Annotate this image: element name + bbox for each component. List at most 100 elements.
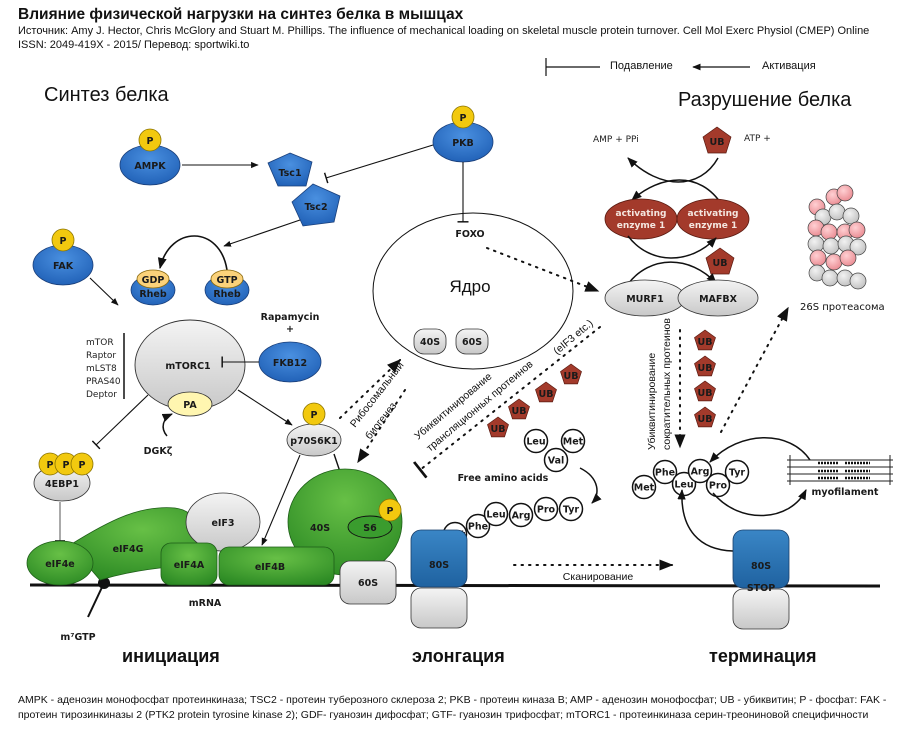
- ribosome-to-aa-arrow: [677, 488, 734, 552]
- ub-middle: UB: [705, 247, 735, 275]
- svg-text:MAFBX: MAFBX: [699, 294, 738, 305]
- svg-text:Phe: Phe: [468, 522, 488, 533]
- ub-pentagon: UB: [694, 380, 716, 402]
- pa-node: PA: [167, 391, 213, 417]
- proteasome-subunit: [820, 223, 838, 241]
- svg-text:60S: 60S: [462, 337, 482, 348]
- free-amino-acid: Met: [560, 428, 586, 454]
- svg-text:PKB: PKB: [452, 138, 474, 149]
- page-title: Влияние физической нагрузки на синтез бе…: [18, 6, 464, 23]
- svg-text:mTOR: mTOR: [86, 338, 114, 348]
- p70s6k1-phosphate: P: [302, 402, 326, 426]
- svg-text:P: P: [60, 236, 67, 247]
- free-amino-acid: Val: [543, 447, 569, 473]
- svg-text:Raptor: Raptor: [86, 351, 116, 361]
- svg-text:Rheb: Rheb: [139, 289, 167, 300]
- proteasome-subunit: [849, 272, 867, 290]
- svg-text:enzyme 1: enzyme 1: [617, 221, 666, 231]
- ub-chain-translation: UB UB UB UB: [487, 363, 582, 438]
- nucleus-40s: 40S: [413, 328, 447, 355]
- svg-text:PA: PA: [183, 400, 197, 411]
- proteasome-subunit: [825, 253, 843, 271]
- section-breakdown-title: Разрушение белка: [678, 89, 852, 111]
- foxo-to-murf1-dotted-arrow: [486, 247, 600, 292]
- svg-text:Val: Val: [548, 456, 565, 467]
- proteasome-subunit: [807, 235, 825, 253]
- svg-text:FKB12: FKB12: [273, 358, 307, 369]
- svg-text:MURF1: MURF1: [626, 294, 664, 305]
- svg-text:UB: UB: [539, 389, 554, 400]
- ub-activation-arrow-top: [627, 157, 719, 183]
- svg-text:4EBP1: 4EBP1: [45, 479, 79, 490]
- 80s-termination-node: 80S: [732, 529, 790, 589]
- amp-ppi-label: AMP + PPi: [593, 135, 639, 145]
- svg-text:P: P: [147, 136, 154, 147]
- proteasome-subunit: [842, 207, 860, 225]
- svg-text:eIF4B: eIF4B: [255, 562, 285, 573]
- svg-text:UB: UB: [698, 363, 713, 374]
- svg-text:p70S6K1: p70S6K1: [290, 436, 337, 447]
- svg-text:Tyr: Tyr: [563, 505, 580, 516]
- svg-text:UB: UB: [491, 424, 506, 435]
- glossary-footer: AMPK - аденозин монофосфат протеинкиназа…: [18, 694, 887, 721]
- svg-text:FOXO: FOXO: [455, 229, 484, 240]
- mtorc1-inhibits-4ebp1-line: [91, 394, 149, 450]
- ubiq-translation-inhibition-line: [412, 326, 601, 479]
- biogenesis-to-nucleus-arrow: [339, 359, 402, 419]
- enzyme-cycle-arrow-bottom: [627, 235, 717, 259]
- 80s-elongation-node: 80S: [410, 529, 468, 588]
- svg-text:UB: UB: [512, 406, 527, 417]
- mafbx-node: MAFBX: [677, 279, 759, 317]
- svg-text:Phe: Phe: [655, 468, 675, 479]
- svg-text:GDP: GDP: [142, 275, 165, 286]
- svg-text:eIF4A: eIF4A: [174, 560, 205, 571]
- svg-text:mLST8: mLST8: [86, 364, 117, 374]
- svg-text:FAK: FAK: [53, 261, 74, 272]
- proteasome-subunit: [848, 221, 866, 239]
- svg-text:80S: 80S: [429, 560, 449, 571]
- ub-pentagon: UB: [560, 363, 582, 385]
- rheb-gdp-node: Rheb GDP: [130, 269, 176, 306]
- eif4e-node: eIF4e: [26, 540, 94, 586]
- proteasome-subunit: [821, 269, 839, 287]
- rapamycin-label: Rapamycin +: [261, 312, 320, 335]
- svg-text:P: P: [311, 410, 318, 421]
- svg-text:eIF4G: eIF4G: [113, 544, 144, 555]
- ub-pentagon: UB: [487, 416, 509, 438]
- svg-text:UB: UB: [698, 337, 713, 348]
- proteasome-subunit: [836, 184, 854, 202]
- source-line-2: ISSN: 2049-419X - 2015/ Перевод: sportwi…: [18, 39, 250, 51]
- chain-amino-acid: Pro: [533, 496, 559, 522]
- free-aa-to-chain-arrow: [579, 467, 602, 504]
- proteasome-subunit: [809, 249, 827, 267]
- ub-top: UB: [702, 126, 732, 154]
- svg-text:Pro: Pro: [537, 505, 556, 516]
- term-amino-acid: Arg: [687, 458, 713, 484]
- proteasome-subunit: [828, 203, 846, 221]
- legend-inhibition-label: Подавление: [610, 60, 673, 72]
- svg-text:Pro: Pro: [709, 481, 728, 492]
- eif3-etc-label: (eIF3 etc.): [551, 317, 595, 357]
- svg-text:P: P: [387, 506, 394, 517]
- proteasome-subunit: [839, 249, 857, 267]
- eif3-node: eIF3: [185, 492, 261, 552]
- svg-text:AMPK: AMPK: [134, 161, 166, 172]
- free-amino-acids-label: Free amino acids: [458, 473, 549, 484]
- ub-pentagon: UB: [694, 329, 716, 351]
- ubiq-contractile-label-2: сократительных протеинов: [661, 318, 673, 450]
- svg-text:enzyme 1: enzyme 1: [689, 221, 738, 231]
- scanning-label: Сканирование: [563, 571, 634, 583]
- s6-phosphate: P: [378, 498, 402, 522]
- svg-text:UB: UB: [564, 371, 579, 382]
- fak-to-mtorc1-arrow: [89, 277, 119, 306]
- svg-text:Met: Met: [634, 483, 655, 494]
- m7gtp-label: m⁷GTP: [60, 632, 95, 643]
- svg-text:PRAS40: PRAS40: [86, 377, 121, 387]
- pkb-inhibits-tsc-line: [323, 144, 434, 184]
- svg-text:eIF4e: eIF4e: [45, 559, 75, 570]
- svg-text:P: P: [47, 460, 54, 471]
- dgk-label: DGKζ: [144, 446, 173, 457]
- p70s6k1-to-eif4b-arrow: [261, 454, 301, 546]
